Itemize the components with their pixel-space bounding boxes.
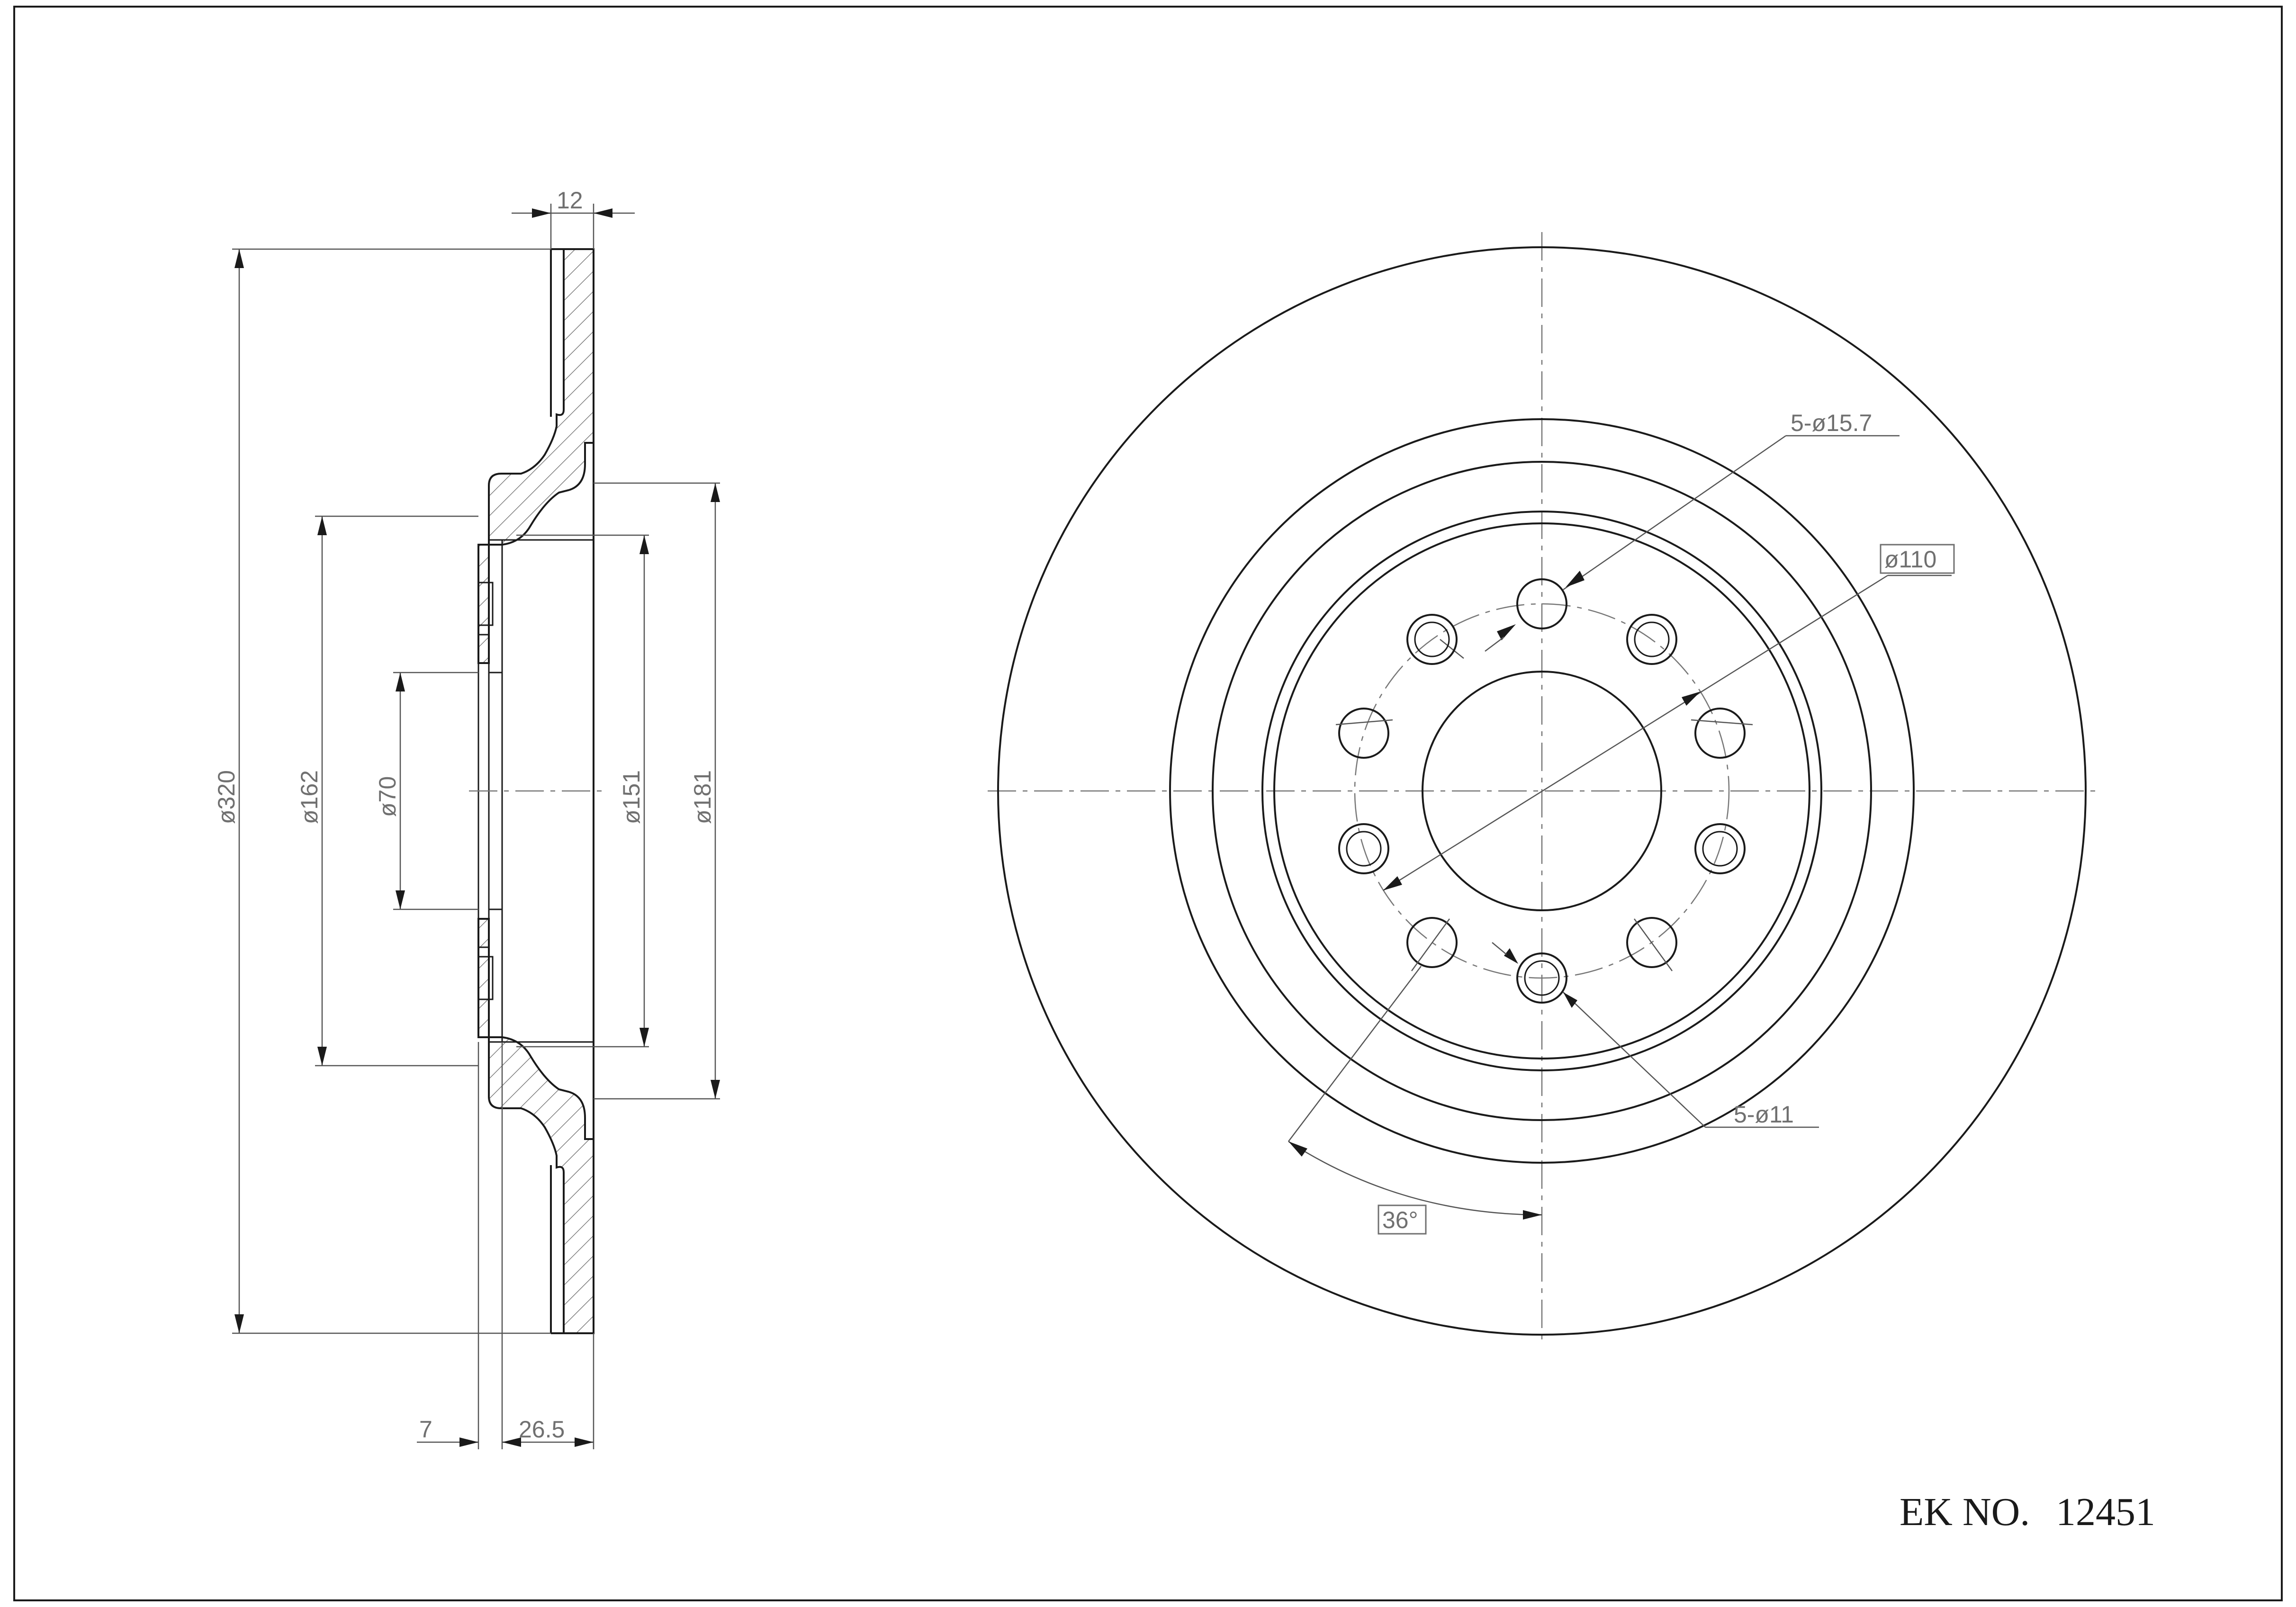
dim-hat-thickness: 7 [419,1416,432,1443]
dim-inner-diameter: ø151 [618,770,645,824]
dim-center-bore: ø70 [374,776,401,817]
part-number: 12451 [2056,1490,2155,1534]
dim-thickness: 12 [557,187,583,214]
label-threaded-holes: 5-ø11 [1734,1101,1794,1128]
bolt-holes [1335,578,1753,971]
section-upper [477,248,594,664]
label-bolt-holes: 5-ø15.7 [1791,410,1872,436]
hat-step-inner [1273,522,1810,1059]
hat-step-outer [1261,511,1822,1071]
side-section-view: 12 ø320 ø162 ø70 ø151 ø181 7 26.5 [213,187,720,1449]
angle-label-box [1378,1204,1427,1235]
label-pcd: ø110 [1884,546,1936,573]
rotor-outer-edge [997,246,2087,1336]
pcd-circle [1354,603,1730,979]
dim-overall-diameter: ø320 [213,770,240,824]
friction-inner-edge [1169,418,1915,1164]
drawing-border [13,6,2283,1601]
label-angle: 36° [1382,1207,1418,1233]
hat-outer-edge [1212,461,1872,1121]
part-number-label: EK NO. [1900,1490,2030,1534]
dim-friction-inner-diameter: ø181 [689,770,716,824]
dim-hat-diameter: ø162 [296,770,323,824]
front-view: 5-ø15.7 ø110 5-ø11 36° [988,232,2098,1345]
center-bore [1422,671,1662,911]
pcd-label-box [1880,544,1955,574]
section-lower [477,918,594,1334]
dim-overall-height: 26.5 [519,1416,565,1443]
threaded-holes [1338,614,1746,1004]
